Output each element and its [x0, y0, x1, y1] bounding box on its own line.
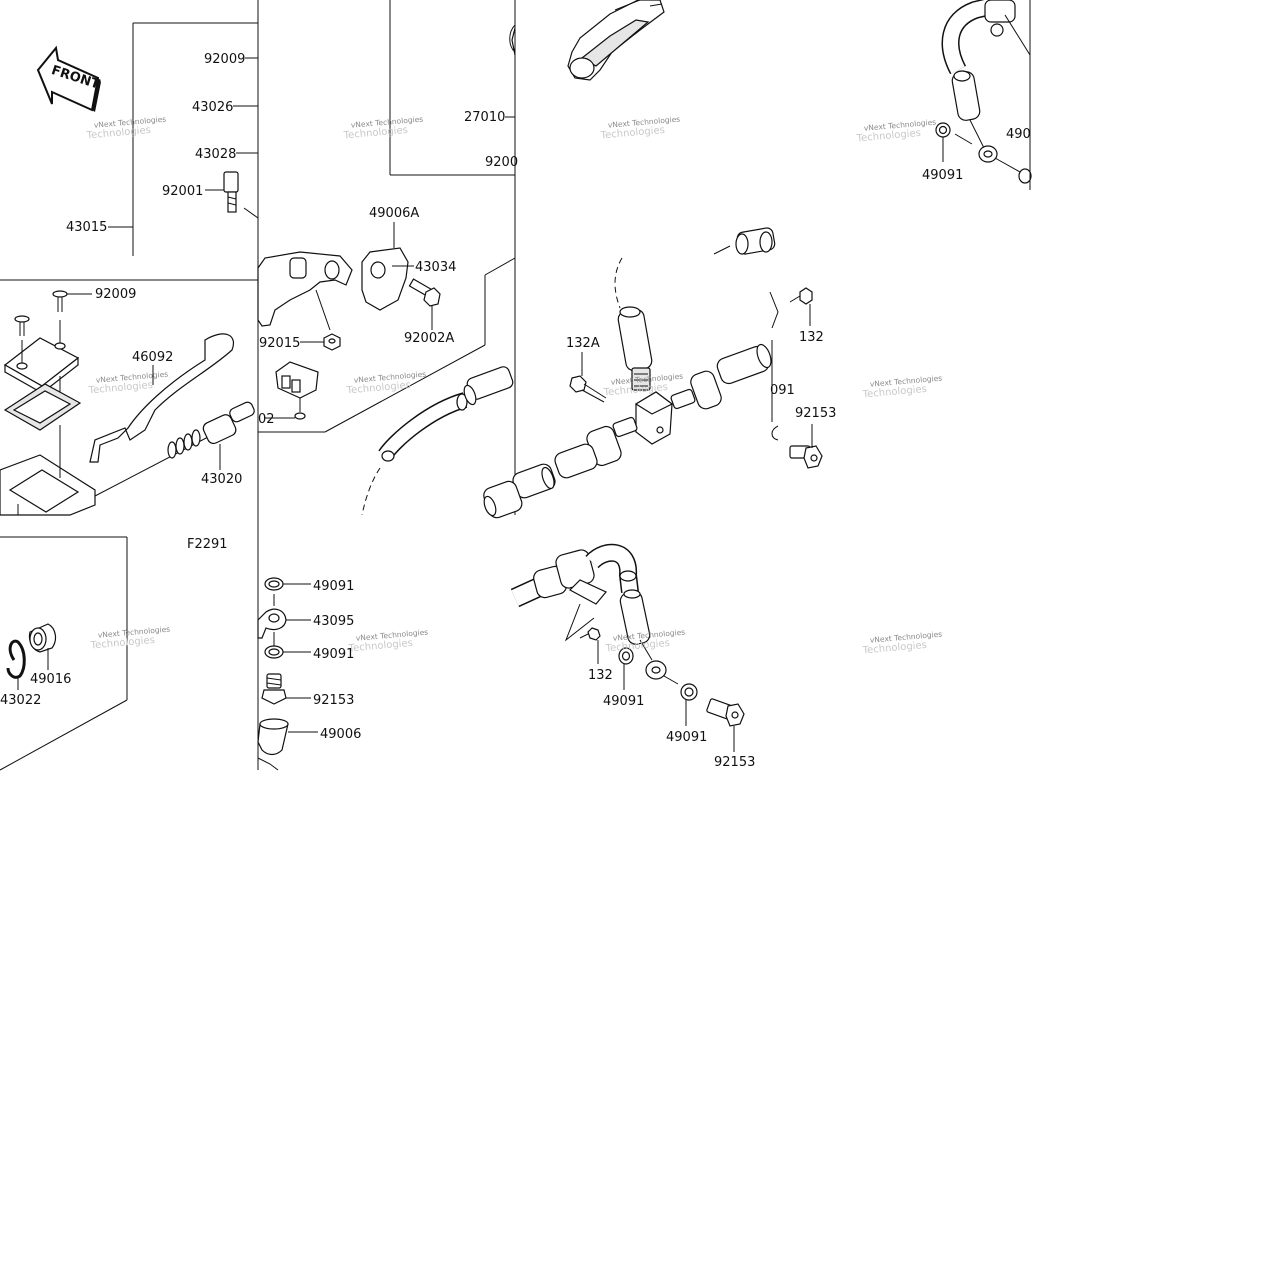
brake-lever-icon: [89, 333, 234, 463]
washer-cut-mid-icon: [771, 425, 779, 441]
bolt-92153-icon: [789, 424, 823, 469]
panel-master-cylinder-top: FRONT: [0, 0, 259, 516]
part-label: 02: [258, 412, 275, 427]
bolt-92153-bottom-icon: [706, 698, 745, 752]
part-label: 92153: [313, 693, 354, 708]
watermark: Technologies vNext Technologies: [89, 624, 170, 651]
part-label: 49091: [313, 579, 354, 594]
hose-joint-block-icon: [634, 391, 674, 445]
part-label: 43026: [192, 100, 233, 115]
brake-switch-icon: [264, 361, 319, 420]
part-label: 49091: [922, 168, 963, 183]
master-cylinder-body-icon: [0, 425, 96, 516]
watermark: Technologies vNext Technologies: [85, 114, 166, 141]
left-horizontal-hose-icon: [483, 416, 638, 519]
washer-cut-icon: [1018, 168, 1032, 184]
part-label: 49006: [320, 727, 361, 742]
figure-code: F2291: [187, 537, 228, 552]
circlip-43022-icon: [6, 639, 26, 690]
watermark: Technologies vNext Technologies: [602, 371, 683, 398]
spring-piston-icon: [167, 401, 255, 470]
panel-caliper: [567, 0, 665, 81]
washer-49091-c-icon: [618, 647, 634, 690]
vertical-hose-icon: [617, 306, 653, 391]
front-arrow-icon: FRONT: [36, 45, 101, 112]
lower-hose-icon: [510, 543, 679, 685]
part-label: 132: [588, 668, 613, 683]
diaphragm-icon: [3, 376, 82, 431]
watermark: Technologies vNext Technologies: [347, 627, 428, 654]
panel-hose-lower: [510, 543, 745, 752]
watermark: Technologies vNext Technologies: [861, 629, 942, 656]
bolt-132-bottom-icon: [579, 627, 601, 664]
part-label: 091: [770, 383, 795, 398]
part-label: 92001: [162, 184, 203, 199]
part-label: 43095: [313, 614, 354, 629]
panel-hose-joint: [483, 227, 823, 519]
part-label: 43022: [0, 693, 41, 708]
part-label: 43034: [415, 260, 456, 275]
bolt-92001-icon: [223, 171, 259, 219]
screw-92009-icon: [52, 290, 92, 312]
reservoir-cap-icon: [3, 320, 80, 395]
clamp-43034-icon: [361, 222, 414, 311]
part-label: 92009: [95, 287, 136, 302]
bolt-132-icon: [789, 287, 813, 326]
washer-49091-a-icon: [264, 577, 311, 591]
part-label: 27010: [464, 110, 505, 125]
brake-hose-middle-icon: [361, 366, 514, 516]
part-label: 92009: [204, 52, 245, 67]
screw-left-icon: [14, 315, 30, 336]
part-label: 9200: [485, 155, 518, 170]
part-label: 92015: [259, 336, 300, 351]
part-label: 43020: [201, 472, 242, 487]
panel-hose-upper-right: [935, 0, 1032, 190]
bolt-92153-left-icon: [261, 673, 311, 705]
watermark: Technologies vNext Technologies: [87, 369, 168, 396]
part-label: 49091: [666, 730, 707, 745]
part-label: 49016: [30, 672, 71, 687]
caliper-icon: [567, 0, 665, 81]
washer-49091-b-icon: [264, 632, 311, 659]
part-label: 92153: [795, 406, 836, 421]
watermark: Technologies vNext Technologies: [855, 117, 936, 144]
watermarks: Technologies vNext Technologies Technolo…: [85, 114, 942, 656]
part-label: 46092: [132, 350, 173, 365]
part-label: 49091: [313, 647, 354, 662]
nut-92015-icon: [300, 333, 341, 351]
panel-banjo-stack: [257, 515, 318, 771]
part-label: 92153: [714, 755, 755, 770]
hose-clip-top-icon: [713, 227, 776, 255]
bolt-92002A-icon: [408, 278, 441, 330]
right-horizontal-hose-icon: [670, 343, 772, 410]
washer-49091-d-icon: [680, 683, 698, 726]
panel-reservoir-parts: [0, 536, 128, 771]
part-label: 132: [799, 330, 824, 345]
part-labels: 92009 43026 43028 92001 43015 27010 9200…: [0, 52, 1031, 770]
part-label: 49006A: [369, 206, 419, 221]
hose-fitting-27010-icon: [511, 27, 516, 56]
washer-49091-icon: [935, 122, 951, 162]
banjo-43095-icon: [257, 594, 311, 639]
part-label: 43015: [66, 220, 107, 235]
boot-49016-icon: [28, 623, 57, 670]
watermark: Technologies vNext Technologies: [342, 114, 423, 141]
panel-switch-holder: [257, 0, 516, 516]
part-label: 43028: [195, 147, 236, 162]
part-label: 49091: [603, 694, 644, 709]
watermark: Technologies vNext Technologies: [604, 627, 685, 654]
bolt-132A-icon: [569, 352, 607, 403]
watermark: Technologies vNext Technologies: [861, 373, 942, 400]
lever-holder-icon: [257, 251, 353, 331]
watermark: Technologies vNext Technologies: [599, 114, 680, 141]
part-label: 490: [1006, 127, 1031, 142]
part-label: 132A: [566, 336, 600, 351]
cap-49006-icon: [257, 718, 318, 771]
part-label: 92002A: [404, 331, 454, 346]
upper-hose-icon: [941, 0, 1031, 173]
